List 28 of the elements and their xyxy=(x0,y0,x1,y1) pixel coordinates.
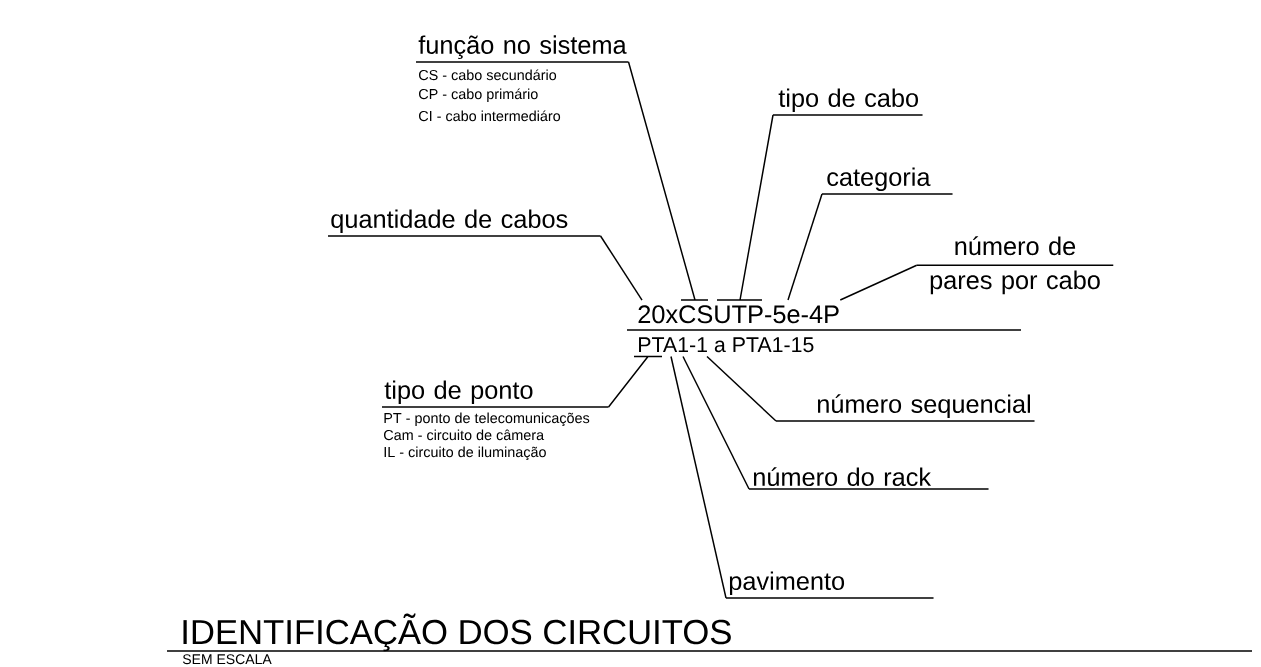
leader-line xyxy=(839,264,918,301)
circuit-code: 20xCSUTP-5e-4P xyxy=(638,305,839,324)
option-text: CS - cabo secundário xyxy=(419,69,557,81)
option-text: CP - cabo primário xyxy=(419,88,538,102)
drawing-title: IDENTIFICAÇÃO DOS CIRCUITOS xyxy=(183,613,731,652)
leader-line xyxy=(607,355,663,408)
callout-label: tipo de ponto xyxy=(381,380,610,408)
leader-line xyxy=(627,61,709,301)
callout-label: número sequencial xyxy=(775,394,1036,422)
callout-label: categoria xyxy=(821,167,954,195)
leader-line xyxy=(787,193,823,301)
point-range-code: PTA1-1 a PTA1-15 xyxy=(639,337,814,353)
option-text: Cam - circuito de câmera xyxy=(384,429,545,441)
callout-label: tipo de cabo xyxy=(772,88,924,116)
leader-line xyxy=(706,355,777,422)
leader-line xyxy=(599,235,643,301)
leader-line xyxy=(682,355,750,490)
callout-label: número do rack xyxy=(748,467,990,490)
leader-line xyxy=(670,355,727,599)
option-text: IL - circuito de iluminação xyxy=(384,446,546,461)
callout-label: função no sistema xyxy=(415,35,630,63)
callout-label: pavimento xyxy=(725,571,935,599)
option-text: PT - ponto de telecomunicações xyxy=(384,412,590,427)
callout-label: número de pares por cabo xyxy=(916,236,1114,295)
callout-label: quantidade de cabos xyxy=(327,209,602,237)
scale-note: SEM ESCALA xyxy=(182,654,272,665)
leader-line xyxy=(716,114,774,301)
option-text: CI - cabo intermediáro xyxy=(419,110,561,122)
